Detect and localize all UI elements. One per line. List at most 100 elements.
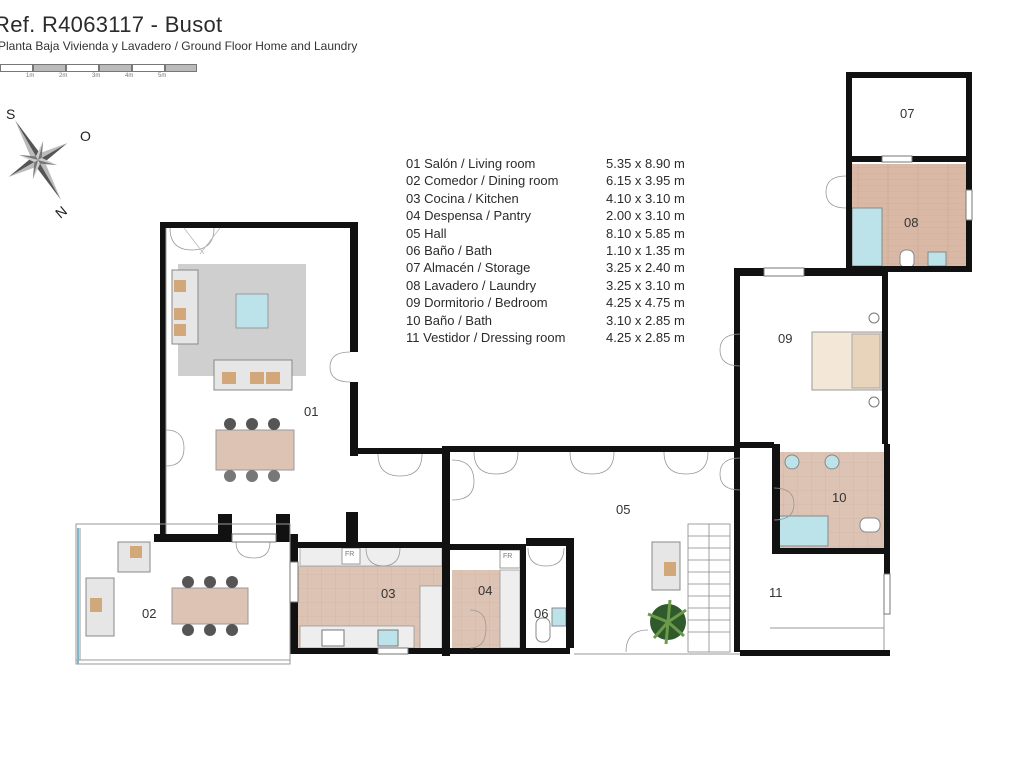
shower-tray (777, 515, 829, 547)
cushion (250, 372, 264, 384)
scale-segment (99, 64, 132, 72)
thin-walls (75, 228, 885, 665)
cushion (664, 562, 676, 576)
legend-room-dims: 2.00 x 3.10 m (606, 208, 685, 224)
compass-south-label: S (6, 106, 16, 122)
scale-segment (0, 64, 33, 72)
walls (154, 72, 972, 656)
legend-room-name: 06 Baño / Bath (406, 242, 493, 258)
plan-subtitle: Planta Baja Vivienda y Lavadero / Ground… (0, 39, 358, 53)
scale-label: 1m (26, 73, 35, 79)
chair (224, 470, 236, 482)
legend-room-dims: 4.25 x 4.75 m (606, 295, 685, 311)
cushion (266, 372, 280, 384)
staircase (687, 523, 731, 653)
basin-icon (824, 454, 840, 470)
room-label-07: 07 (900, 106, 915, 121)
cushion (174, 308, 186, 320)
chair (268, 418, 280, 430)
scale-segment (66, 64, 99, 72)
toilet-icon (899, 249, 915, 269)
kitchen-counter-top (299, 545, 443, 567)
coffee-table (235, 293, 269, 329)
toilet-icon (535, 617, 551, 643)
room-label-06: 06 (534, 606, 549, 621)
legend-room-dims: 1.10 x 1.35 m (606, 242, 685, 258)
chair (182, 576, 194, 588)
chair (246, 418, 258, 430)
cushion (222, 372, 236, 384)
legend-room-dims: 8.10 x 5.85 m (606, 225, 685, 241)
shower-tray (851, 207, 883, 267)
legend-room-dims: 3.25 x 2.40 m (606, 260, 685, 276)
legend-room-dims: 5.35 x 8.90 m (606, 156, 685, 171)
chair (226, 576, 238, 588)
toilet-icon (859, 517, 881, 533)
pillow (851, 333, 881, 389)
legend-room-name: 07 Almacén / Storage (406, 260, 531, 276)
basin-icon (784, 454, 800, 470)
sink (377, 629, 399, 647)
scale-segment (132, 64, 165, 72)
room-label-11: 11 (769, 585, 783, 600)
cushion (90, 598, 102, 612)
room-label-04: 04 (478, 583, 493, 598)
hob (321, 629, 345, 647)
scale-label: 2m (59, 73, 68, 79)
compass-star-icon (8, 120, 68, 200)
legend-room-name: 08 Lavadero / Laundry (406, 277, 537, 293)
legend-room-dims: 4.10 x 3.10 m (606, 190, 685, 206)
chair (226, 624, 238, 636)
legend-room-name: 01 Salón / Living room (406, 156, 536, 171)
kitchen-island (419, 585, 443, 651)
legend-room-dims: 4.25 x 2.85 m (606, 329, 685, 345)
basin (551, 607, 567, 627)
plant-icon (647, 599, 687, 645)
scale-segment (33, 64, 66, 72)
legend-room-name: 09 Dormitorio / Bedroom (406, 295, 548, 311)
dining-table (171, 587, 249, 625)
legend-room-dims: 3.25 x 3.10 m (606, 277, 685, 293)
legend-room-name: 04 Despensa / Pantry (406, 208, 532, 224)
room-label-01: 01 (304, 404, 319, 419)
legend-room-name: 10 Baño / Bath (406, 312, 493, 328)
chair (204, 624, 216, 636)
legend-room-name: 05 Hall (406, 225, 447, 241)
scale-segment (165, 64, 197, 72)
pantry-shelf (499, 569, 521, 649)
legend-room-name: 02 Comedor / Dining room (406, 173, 559, 189)
nightstand-lamp-icon (868, 396, 880, 408)
scale-label: 5m (158, 73, 167, 79)
basin (927, 251, 947, 267)
legend-room-name: 03 Cocina / Kitchen (406, 190, 519, 206)
chair (204, 576, 216, 588)
compass-rose-icon: S O N (0, 100, 110, 221)
cushion (174, 324, 186, 336)
legend-room-dims: 3.10 x 2.85 m (606, 312, 685, 328)
cushion (174, 280, 186, 292)
plan-title: Ref. R4063117 - Busot (0, 12, 223, 37)
fridge-label: FR (503, 553, 513, 560)
room-label-09: 09 (778, 331, 793, 346)
room-label-05: 05 (616, 502, 631, 517)
room-label-08: 08 (904, 215, 919, 230)
chair (182, 624, 194, 636)
chair (224, 418, 236, 430)
living-table (215, 429, 295, 471)
room-label-02: 02 (142, 606, 157, 621)
cushion (130, 546, 142, 558)
legend-room-name: 11 Vestidor / Dressing room (406, 329, 566, 345)
room-label-10: 10 (832, 490, 847, 505)
compass-west-label: O (80, 128, 91, 144)
door-swings (165, 175, 847, 653)
nightstand-lamp-icon (868, 312, 880, 324)
chair (246, 470, 258, 482)
windows (231, 155, 973, 655)
scale-label: 3m (92, 73, 101, 79)
legend-room-dims: 6.15 x 3.95 m (606, 173, 685, 189)
scale-label: 4m (125, 73, 134, 79)
room-label-03: 03 (381, 586, 396, 601)
chair (268, 470, 280, 482)
fridge-label: FR (345, 551, 355, 558)
